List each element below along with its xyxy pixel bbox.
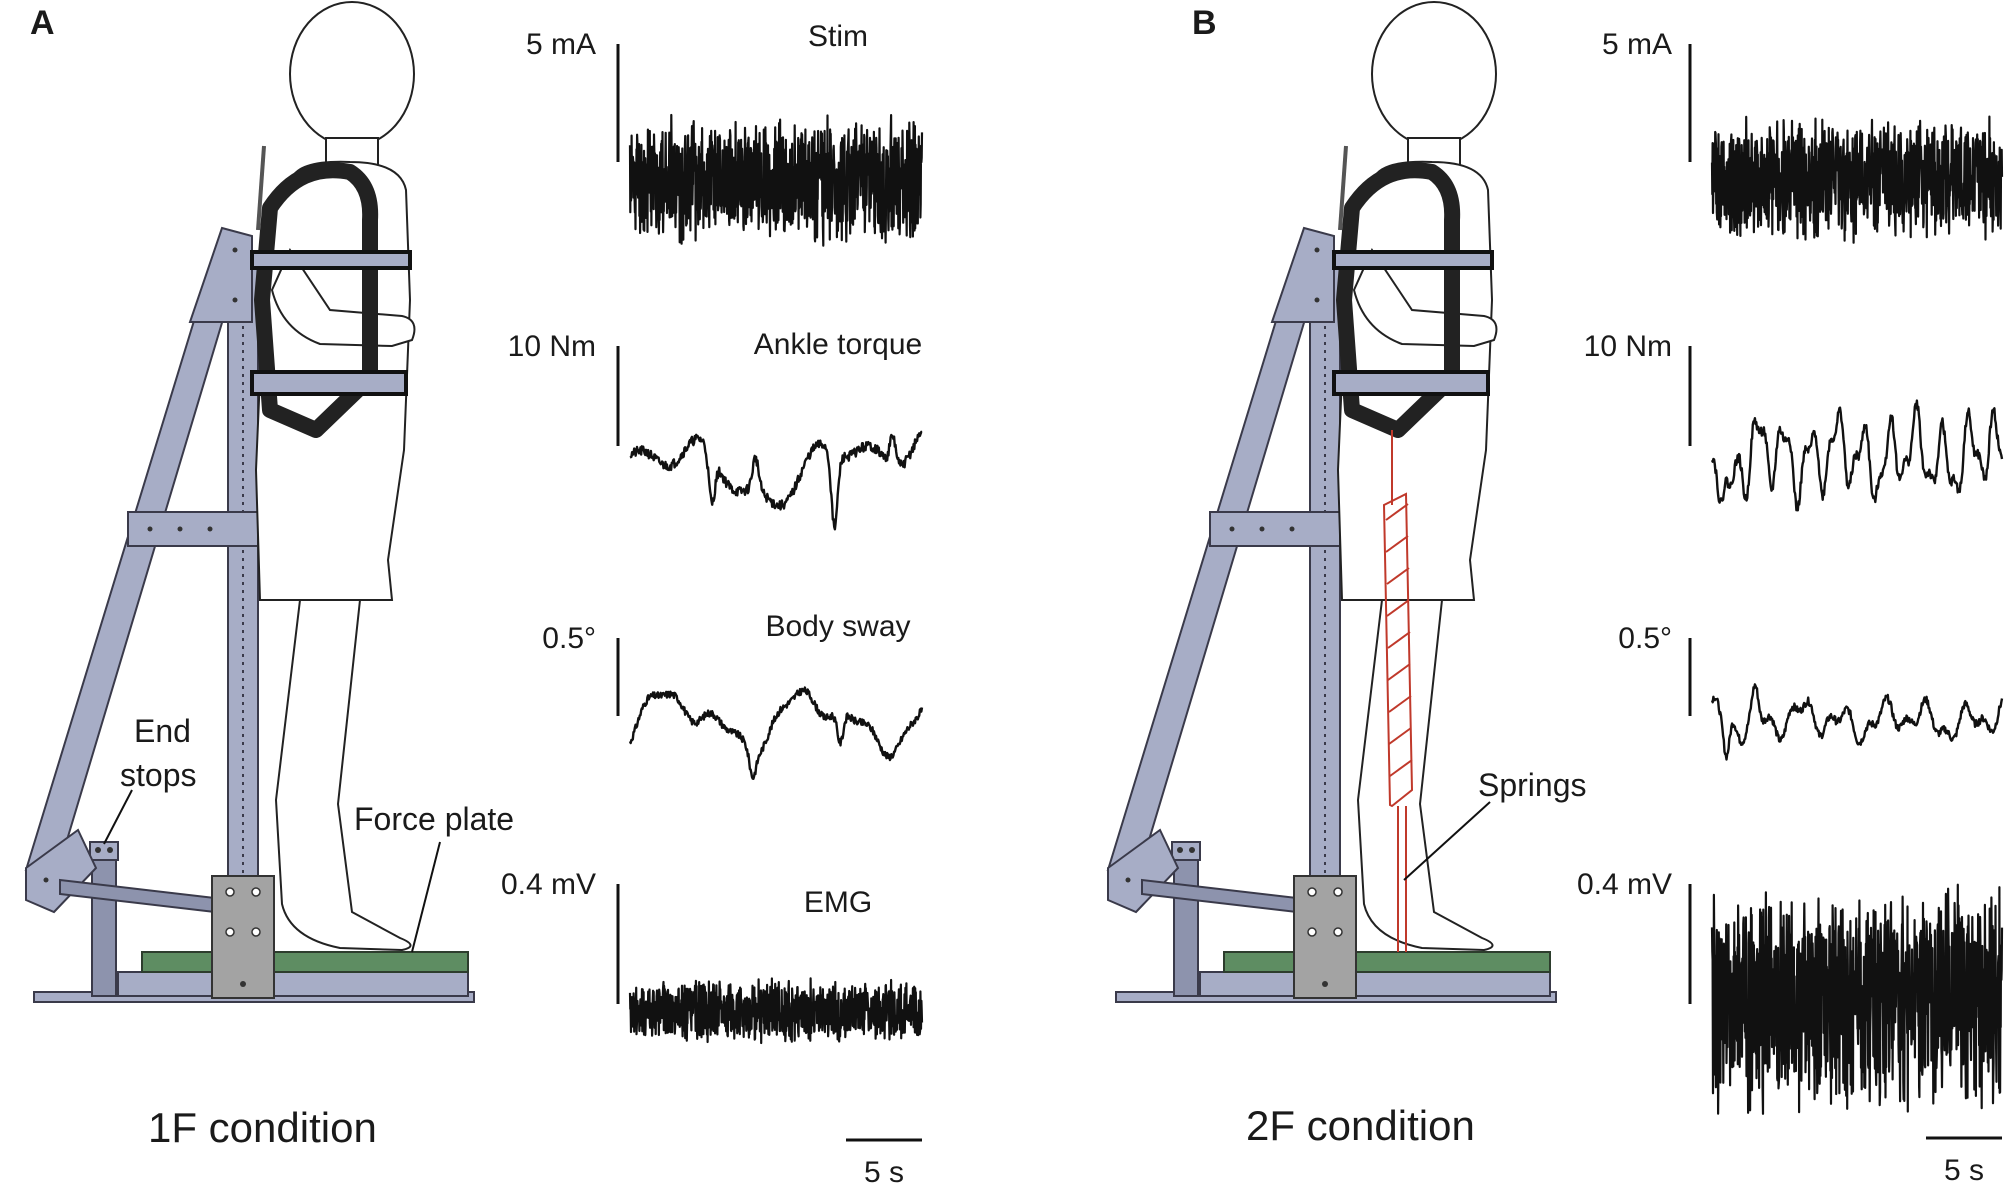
spring-coil bbox=[1382, 492, 1414, 808]
trace-panel-b: 5 mA 10 Nm 0.5° 0.4 mV 5 s bbox=[1577, 28, 2004, 1187]
trace-title: EMG bbox=[804, 886, 872, 919]
amplitude-scale-label: 0.4 mV bbox=[501, 868, 596, 901]
leader-end-stops bbox=[103, 789, 133, 845]
amplitude-scale-label: 0.5° bbox=[542, 622, 596, 655]
apparatus-1f bbox=[26, 2, 474, 1002]
leader-force-plate bbox=[411, 841, 441, 953]
trace-3 bbox=[628, 977, 924, 1045]
callout-force-plate: Force plate bbox=[354, 801, 514, 837]
traces: Stim 5 mA Ankle torque 10 Nm Body sway 0.5° EM… bbox=[501, 20, 2004, 1187]
amplitude-scale-label: 5 mA bbox=[1602, 28, 1672, 61]
amplitude-scale-label: 0.4 mV bbox=[1577, 868, 1672, 901]
trace-3 bbox=[1710, 883, 2004, 1115]
callout-end: End bbox=[134, 713, 191, 749]
callout-springs: Springs bbox=[1478, 767, 1587, 803]
trace-0 bbox=[628, 113, 924, 247]
panel-b: B 2F condition Springs bbox=[1108, 2, 1587, 1149]
condition-label: 1F condition bbox=[148, 1104, 377, 1151]
amplitude-scale-label: 5 mA bbox=[526, 28, 596, 61]
trace-0 bbox=[1710, 115, 2004, 244]
time-scale-label: 5 s bbox=[1944, 1154, 1984, 1187]
panel-a: A 1F condition End stops Force plate bbox=[26, 2, 514, 1151]
condition-label: 2F condition bbox=[1246, 1102, 1475, 1149]
amplitude-scale-label: 10 Nm bbox=[1584, 330, 1672, 363]
trace-panel-a: Stim 5 mA Ankle torque 10 Nm Body sway 0.5° EM… bbox=[501, 20, 924, 1187]
trace-title: Body sway bbox=[765, 610, 910, 643]
trace-2 bbox=[1710, 683, 2004, 761]
trace-1 bbox=[629, 430, 923, 531]
trace-1 bbox=[1710, 399, 2004, 512]
leader-springs bbox=[1403, 801, 1491, 881]
callout-stops: stops bbox=[120, 757, 196, 793]
amplitude-scale-label: 0.5° bbox=[1618, 622, 1672, 655]
panel-letter: B bbox=[1192, 4, 1217, 42]
amplitude-scale-label: 10 Nm bbox=[508, 330, 596, 363]
time-scale-label: 5 s bbox=[864, 1156, 904, 1187]
panel-letter: A bbox=[30, 4, 55, 42]
trace-2 bbox=[628, 686, 924, 780]
spring-hatch bbox=[1385, 503, 1413, 777]
trace-title: Stim bbox=[808, 20, 868, 53]
apparatus-2f bbox=[1108, 2, 1556, 1002]
trace-title: Ankle torque bbox=[754, 328, 922, 361]
